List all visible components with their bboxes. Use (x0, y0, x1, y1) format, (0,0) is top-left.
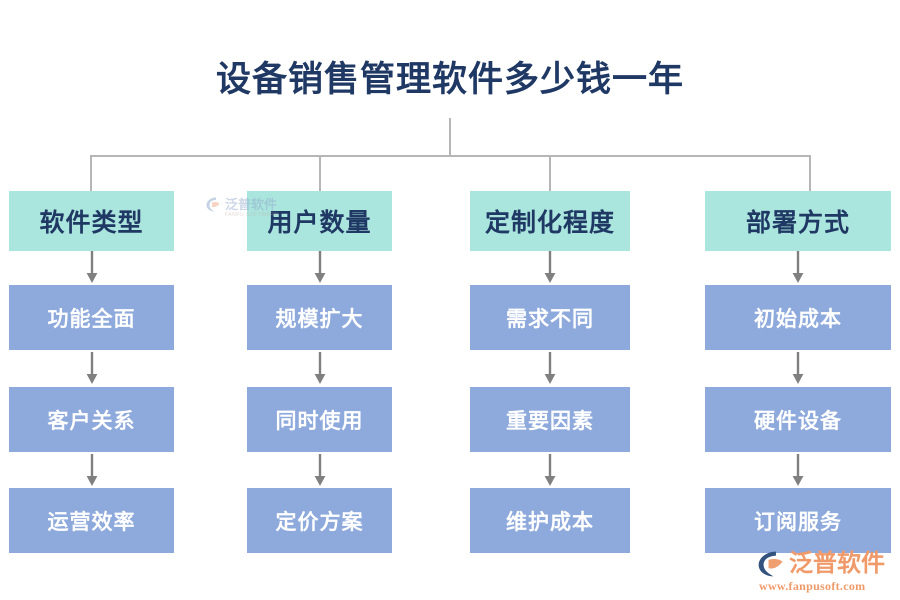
item-label-2-3: 定价方案 (275, 510, 364, 534)
item-label-1-1: 功能全面 (47, 307, 136, 331)
diagram-column-4: 部署方式 初始成本 硬件设备 订阅服务 (705, 0, 891, 600)
item-box-4-1[interactable]: 初始成本 (705, 285, 891, 350)
item-label-4-1: 初始成本 (754, 307, 842, 331)
item-box-1-2[interactable]: 客户关系 (9, 387, 174, 452)
item-label-4-2: 硬件设备 (754, 409, 842, 433)
item-box-3-3[interactable]: 维护成本 (470, 488, 630, 553)
down-arrow-icon (790, 352, 806, 386)
column-header-label-4: 部署方式 (745, 209, 850, 237)
column-header-label-3: 定制化程度 (484, 209, 615, 237)
connector-horizontal-bar (90, 155, 811, 157)
down-arrow-icon (542, 454, 558, 488)
column-header-box-2[interactable]: 用户数量 (247, 191, 392, 251)
column-header-box-4[interactable]: 部署方式 (705, 191, 891, 251)
down-arrow-icon (312, 454, 328, 488)
diagram-column-2: 用户数量 规模扩大 同时使用 定价方案 (247, 0, 392, 600)
item-label-2-1: 规模扩大 (275, 307, 364, 331)
item-box-1-1[interactable]: 功能全面 (9, 285, 174, 350)
connector-drop-3 (549, 155, 551, 191)
down-arrow-icon (790, 454, 806, 488)
item-box-3-2[interactable]: 重要因素 (470, 387, 630, 452)
down-arrow-icon (312, 352, 328, 386)
item-box-2-3[interactable]: 定价方案 (247, 488, 392, 553)
item-box-1-3[interactable]: 运营效率 (9, 488, 174, 553)
column-header-box-1[interactable]: 软件类型 (9, 191, 174, 251)
column-header-box-3[interactable]: 定制化程度 (470, 191, 630, 251)
item-box-4-3[interactable]: 订阅服务 (705, 488, 891, 553)
item-box-3-1[interactable]: 需求不同 (470, 285, 630, 350)
column-header-label-2: 用户数量 (267, 209, 372, 237)
down-arrow-icon (542, 251, 558, 285)
connector-drop-2 (319, 155, 321, 191)
connector-drop-4 (809, 155, 811, 191)
item-label-1-3: 运营效率 (47, 510, 136, 534)
item-label-2-2: 同时使用 (275, 409, 364, 433)
down-arrow-icon (790, 251, 806, 285)
item-label-3-1: 需求不同 (506, 307, 594, 331)
item-label-1-2: 客户关系 (47, 409, 136, 433)
connector-stem (449, 118, 451, 156)
down-arrow-icon (312, 251, 328, 285)
item-box-2-1[interactable]: 规模扩大 (247, 285, 392, 350)
item-box-2-2[interactable]: 同时使用 (247, 387, 392, 452)
down-arrow-icon (542, 352, 558, 386)
item-label-3-3: 维护成本 (506, 510, 594, 534)
item-label-4-3: 订阅服务 (754, 510, 842, 534)
item-box-4-2[interactable]: 硬件设备 (705, 387, 891, 452)
down-arrow-icon (84, 454, 100, 488)
page-title: 设备销售管理软件多少钱一年 (215, 60, 684, 99)
connector-drop-1 (90, 155, 92, 191)
diagram-column-3: 定制化程度 需求不同 重要因素 维护成本 (470, 0, 630, 600)
column-header-label-1: 软件类型 (39, 209, 144, 237)
item-label-3-2: 重要因素 (506, 409, 594, 433)
down-arrow-icon (84, 251, 100, 285)
brand-swoosh-icon (205, 196, 222, 213)
diagram-column-1: 软件类型 功能全面 客户关系 运营效率 (9, 0, 174, 600)
down-arrow-icon (84, 352, 100, 386)
